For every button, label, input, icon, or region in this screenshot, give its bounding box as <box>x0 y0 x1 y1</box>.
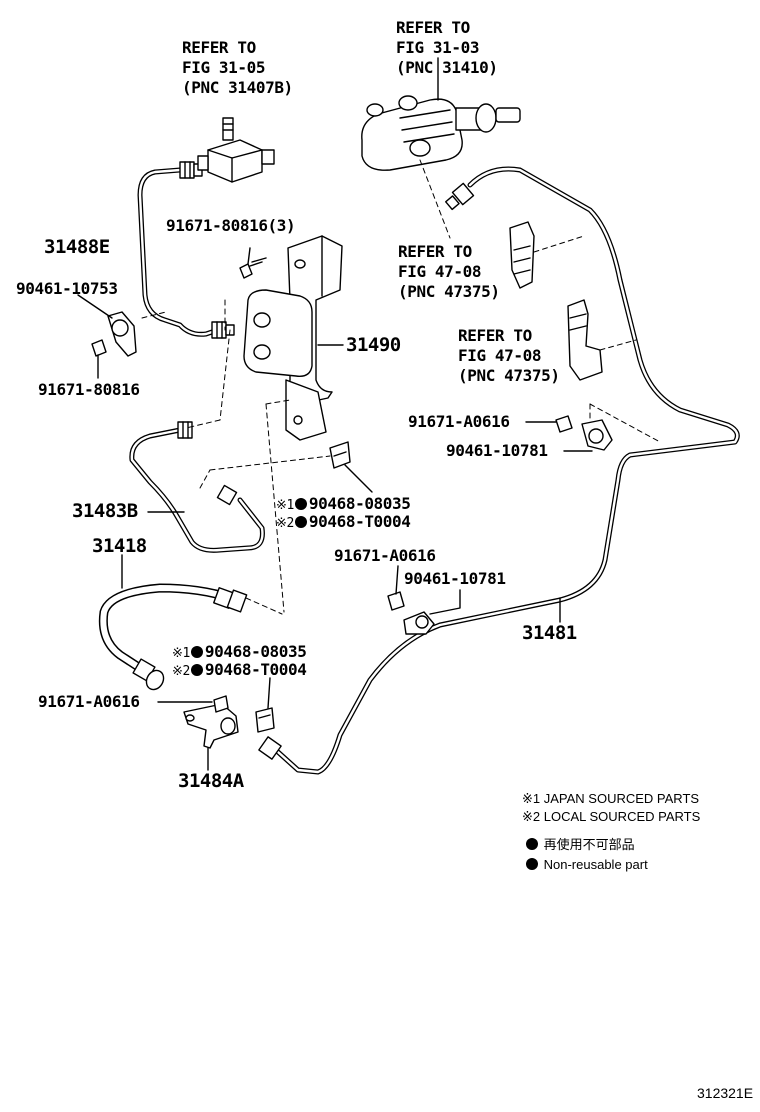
legend-japan: ※1 JAPAN SOURCED PARTS <box>522 791 700 806</box>
bolt-91671-a0616-a <box>555 415 573 433</box>
fitting-31481-top <box>445 182 475 211</box>
part-90461-10781-a: 90461-10781 <box>446 441 548 460</box>
part-31488e: 31488E <box>44 236 110 258</box>
nonreusable-dot <box>190 664 203 676</box>
clamp-90461-10781-b <box>403 611 435 635</box>
bracket-31484a <box>183 703 239 749</box>
dashed-guides <box>141 159 661 615</box>
hose-31418-end-bottom <box>132 658 165 691</box>
part-91671-80816: 91671-80816 <box>38 380 140 399</box>
clamp-47375-a <box>509 221 535 289</box>
leader-91671-80816-3 <box>247 247 251 265</box>
nonreusable-dot <box>294 498 307 510</box>
clamp-90461-10781-a <box>581 419 613 451</box>
hose-31418-end-top <box>213 587 248 613</box>
part-91671-80816-3: 91671-80816(3) <box>166 216 296 235</box>
leader-90461-10753 <box>77 294 113 319</box>
clip-1 <box>329 441 351 469</box>
leader-clip-2 <box>267 677 271 709</box>
figure-code: 312321E <box>697 1085 754 1101</box>
bolt-91671-80816 <box>91 339 107 357</box>
nonreusable-dot <box>526 838 538 850</box>
part-31484a: 31484A <box>178 770 244 792</box>
clamp-90461-10753 <box>107 311 137 357</box>
tube-31488e <box>137 167 221 337</box>
leader-90461-10781-b <box>429 589 461 615</box>
union-fitting <box>197 117 275 183</box>
fitting-31481-bottom <box>258 736 282 760</box>
legend-local: ※2 LOCAL SOURCED PARTS <box>522 809 701 824</box>
part-31483b: 31483B <box>72 500 138 522</box>
bolt-91671-80816-3 <box>239 257 267 279</box>
part-90461-10753: 90461-10753 <box>16 279 118 298</box>
tube-31483b <box>129 427 265 553</box>
part-91671-a0616-a: 91671-A0616 <box>408 412 510 431</box>
fitting-31488e-bottom <box>211 321 235 339</box>
master-cylinder <box>361 95 521 171</box>
tube-31481 <box>275 166 740 775</box>
fitting-31483b-bottom <box>216 484 238 506</box>
nonreusable-dot <box>190 646 203 658</box>
clip-2 <box>255 707 275 733</box>
part-31490: 31490 <box>346 334 401 356</box>
clamp-47375-b <box>567 299 603 381</box>
nonreusable-dot <box>526 858 538 870</box>
legend-nonreusable-en: Non-reusable part <box>526 858 648 871</box>
part-90461-10781-b: 90461-10781 <box>404 569 506 588</box>
bracket-31490 <box>243 235 343 441</box>
leader-91671-a0616-b <box>395 565 399 595</box>
fitting-31483b-top <box>177 421 193 439</box>
part-31481: 31481 <box>522 622 577 644</box>
part-91671-a0616-c: 91671-A0616 <box>38 692 140 711</box>
legend-nonreusable-jp: 再使用不可部品 <box>526 838 635 851</box>
leader-clip-1 <box>344 464 373 493</box>
bolt-91671-a0616-c <box>213 695 229 713</box>
part-91671-a0616-b: 91671-A0616 <box>334 546 436 565</box>
hose-31418 <box>98 583 235 673</box>
part-31418: 31418 <box>92 535 147 557</box>
nonreusable-dot <box>294 516 307 528</box>
